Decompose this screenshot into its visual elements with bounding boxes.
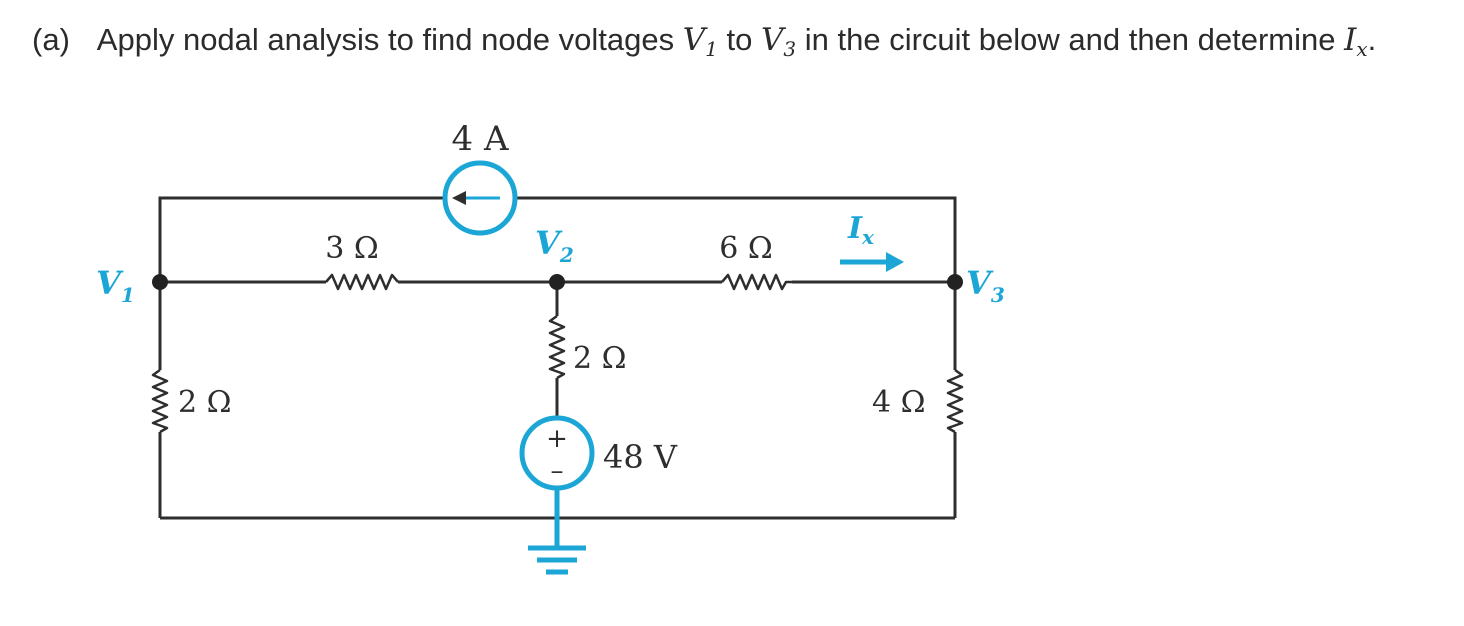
label-6ohm: 6 Ω (719, 231, 773, 266)
node-v3-dot (947, 274, 963, 290)
question-end: . (1367, 22, 1377, 57)
question-part1: Apply nodal analysis to find node voltag… (96, 22, 675, 57)
wire-top (158, 196, 957, 282)
label-v1: V1 (96, 264, 135, 307)
question-label: (a) (32, 22, 70, 57)
label-2ohm-left: 2 Ω (178, 385, 232, 420)
label-ix: Ix (847, 211, 875, 249)
node-v1-dot (152, 274, 168, 290)
label-4a: 4 A (452, 119, 509, 159)
math-ix: Ix (1344, 22, 1368, 61)
math-v1: V1 (682, 22, 718, 61)
ix-arrow-head-icon (886, 252, 904, 272)
current-source-4a (442, 160, 518, 236)
question-part2: in the circuit below and then determine (804, 22, 1336, 57)
arrow-left-head-icon (452, 191, 466, 205)
resistor-3ohm (325, 273, 399, 291)
plus-sign: + (546, 424, 568, 454)
label-4ohm: 4 Ω (872, 385, 926, 420)
resistor-2ohm-left (151, 368, 169, 434)
label-2ohm-center: 2 Ω (573, 341, 627, 376)
node-v2-dot (549, 274, 565, 290)
label-48v: 48 V (603, 438, 678, 476)
question-text: (a) Apply nodal analysis to find node vo… (32, 22, 1376, 61)
resistor-2ohm-center (548, 314, 566, 380)
math-v3: V3 (761, 22, 797, 61)
resistor-4ohm-right (946, 368, 964, 434)
label-v2: V2 (535, 224, 574, 267)
resistor-6ohm (721, 273, 792, 291)
label-v3: V3 (966, 264, 1005, 307)
minus-sign: – (551, 456, 564, 486)
ground-icon (528, 545, 586, 575)
label-3ohm: 3 Ω (325, 231, 379, 266)
question-to: to (726, 22, 753, 57)
